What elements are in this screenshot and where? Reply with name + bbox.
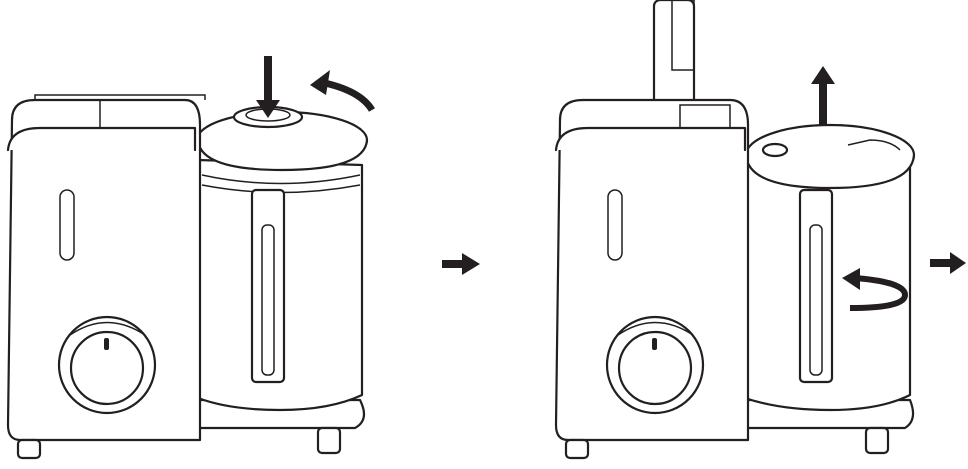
rotate-jar-arrow [849,275,909,311]
arrowhead [842,268,860,290]
arrowhead [310,70,330,95]
press-down-arrow [256,56,280,118]
control-dial [617,330,693,406]
next-step-arrow [442,253,480,275]
jar-handle [798,188,834,384]
foot [564,438,590,460]
foot [864,426,890,455]
next-step-arrow [930,252,966,274]
jar-handle [250,188,286,384]
foot [16,438,42,460]
appliance-step-1 [6,94,369,460]
appliance-step-2 [554,0,916,460]
lift-up-arrow [811,66,835,125]
lid-button [761,142,789,158]
foot [316,426,342,455]
control-dial [69,330,145,406]
rotate-counterclockwise-arrow [319,78,376,112]
